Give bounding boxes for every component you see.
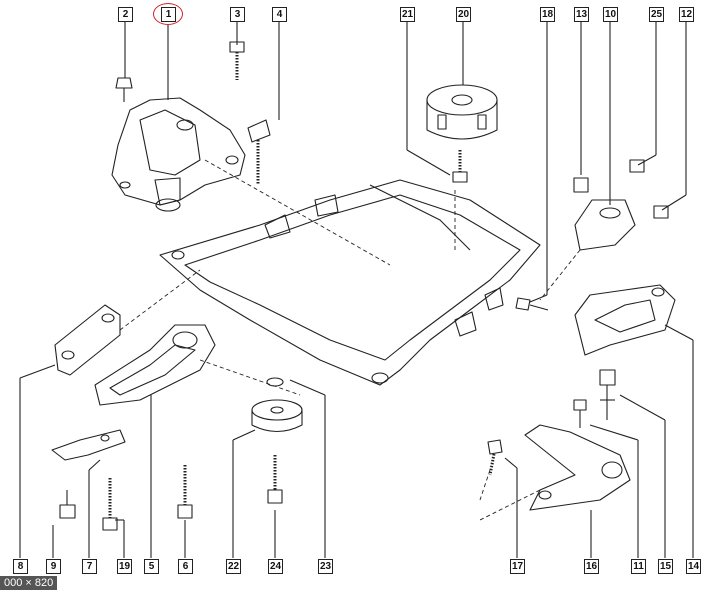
bolt-21 xyxy=(452,150,468,183)
bolt-17 xyxy=(487,439,503,476)
callout-17: 17 xyxy=(510,559,525,574)
round-mount-20 xyxy=(426,84,498,140)
callout-10: 10 xyxy=(603,7,618,22)
callout-11: 11 xyxy=(631,559,646,574)
assembly-dashed-lines xyxy=(119,159,581,521)
leader-lines-bottom xyxy=(19,324,694,558)
lower-arm-16 xyxy=(524,424,631,511)
callout-8: 8 xyxy=(13,559,28,574)
bolt-19 xyxy=(102,478,118,531)
link-8 xyxy=(54,304,121,376)
bolt-18 xyxy=(515,297,549,311)
bolt-3 xyxy=(229,41,245,80)
bolt-2 xyxy=(115,77,133,102)
callout-4: 4 xyxy=(272,7,287,22)
round-mount-22 xyxy=(251,399,303,433)
washer-23 xyxy=(266,377,284,387)
callout-24: 24 xyxy=(268,559,283,574)
callout-23: 23 xyxy=(318,559,333,574)
callout-21: 21 xyxy=(400,7,415,22)
callout-13: 13 xyxy=(574,7,589,22)
callout-3: 3 xyxy=(230,7,245,22)
callout-25: 25 xyxy=(649,7,664,22)
callout-16: 16 xyxy=(584,559,599,574)
bolt-9 xyxy=(59,490,76,519)
callout-18: 18 xyxy=(540,7,555,22)
subframe-cradle xyxy=(159,179,541,386)
callout-20: 20 xyxy=(456,7,471,22)
callout-2: 2 xyxy=(118,7,133,22)
callout-15: 15 xyxy=(658,559,673,574)
highlight-ring xyxy=(153,3,183,25)
image-size-label: 000 × 820 xyxy=(0,576,58,590)
stud-15 xyxy=(599,369,616,420)
bolt-11 xyxy=(573,399,587,428)
callout-6: 6 xyxy=(178,559,193,574)
bolt-6 xyxy=(177,465,193,519)
callout-5: 5 xyxy=(144,559,159,574)
callout-1: 1 xyxy=(161,7,176,22)
bolt-24 xyxy=(267,455,283,504)
nut-13 xyxy=(573,177,589,193)
nut-12 xyxy=(653,205,669,219)
bracket-14 xyxy=(574,284,676,356)
bracket-7 xyxy=(51,429,126,461)
callout-7: 7 xyxy=(82,559,97,574)
bolt-4 xyxy=(247,119,271,185)
engine-mount-bracket xyxy=(111,97,246,212)
nut-25 xyxy=(629,159,645,173)
callout-19: 19 xyxy=(117,559,132,574)
callout-14: 14 xyxy=(686,559,701,574)
large-mount-5 xyxy=(94,324,216,406)
callout-22: 22 xyxy=(226,559,241,574)
callout-9: 9 xyxy=(46,559,61,574)
leader-lines-top xyxy=(124,22,687,303)
callout-12: 12 xyxy=(679,7,694,22)
right-mount-10 xyxy=(574,199,636,251)
